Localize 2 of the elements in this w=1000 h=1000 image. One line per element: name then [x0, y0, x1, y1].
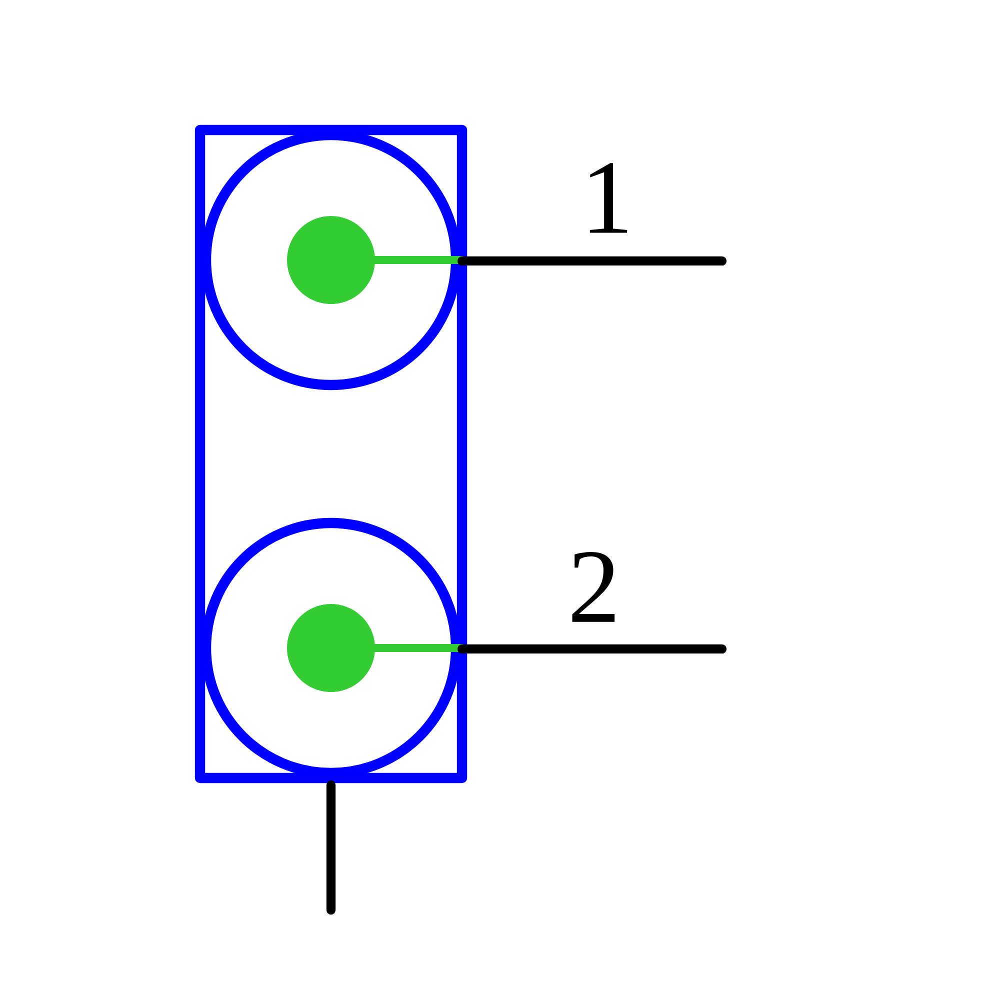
pin-number: 1 — [590, 163, 628, 233]
pin-number: 2 — [572, 552, 615, 622]
